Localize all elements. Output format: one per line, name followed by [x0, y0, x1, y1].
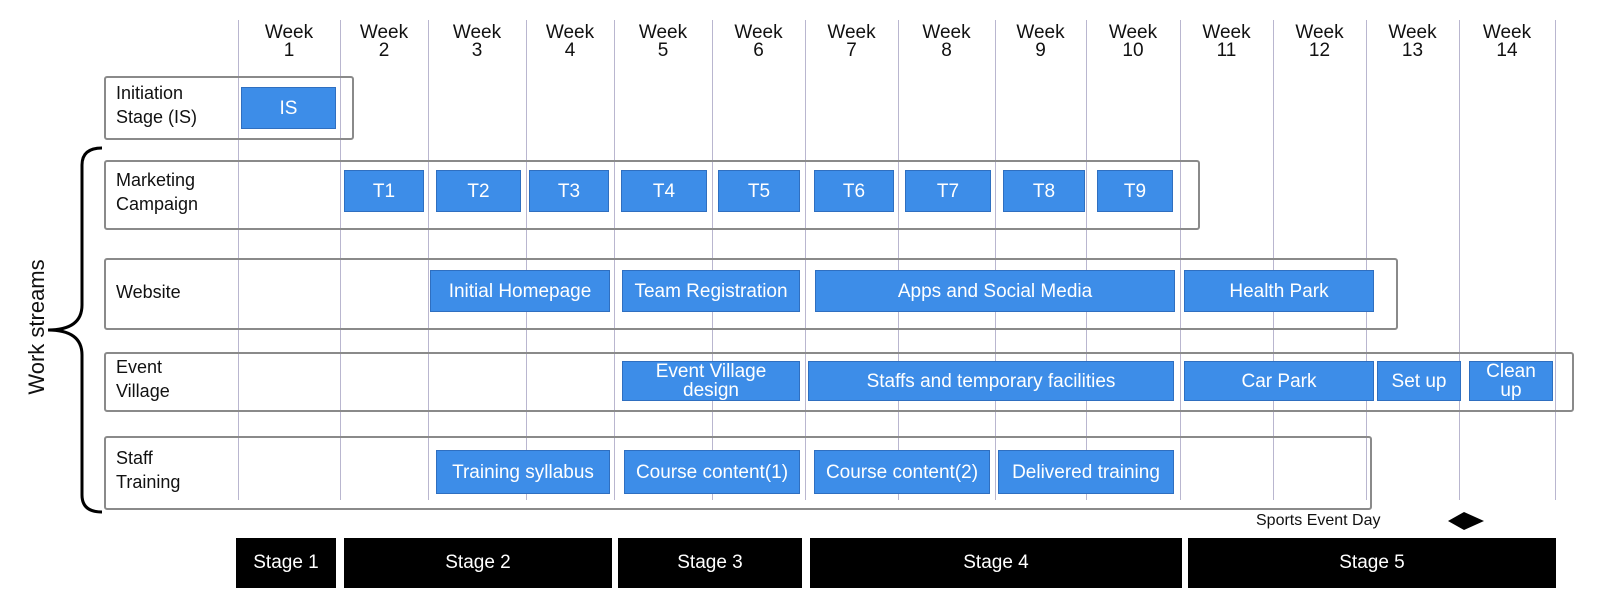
- grid-line: [1555, 20, 1556, 500]
- grid-line: [614, 20, 615, 500]
- row-staff-training: [104, 436, 1372, 510]
- work-streams-label: Work streams: [24, 259, 49, 395]
- row-label-website: Website: [116, 282, 181, 302]
- task-course-content-1[interactable]: Course content(1): [624, 450, 800, 494]
- task-t6[interactable]: T6: [814, 170, 894, 212]
- row-label-initiation: Initiation Stage (IS): [116, 83, 198, 127]
- week-header: Week 6: [734, 22, 783, 61]
- stage-1: Stage 1: [236, 538, 336, 588]
- task-t4[interactable]: T4: [621, 170, 707, 212]
- task-t3[interactable]: T3: [529, 170, 609, 212]
- task-t5[interactable]: T5: [718, 170, 800, 212]
- grid-line: [428, 20, 429, 500]
- task-clean-up[interactable]: Clean up: [1469, 361, 1553, 401]
- task-event-village-design[interactable]: Event Village design: [622, 361, 800, 401]
- stage-4: Stage 4: [810, 538, 1182, 588]
- week-header: Week 11: [1202, 22, 1251, 61]
- grid-line: [1180, 20, 1181, 500]
- week-header: Week 10: [1108, 22, 1158, 61]
- row-initiation: [104, 76, 354, 140]
- week-header: Week 13: [1388, 22, 1437, 61]
- week-header: Week 14: [1482, 22, 1532, 61]
- grid-line: [1459, 20, 1460, 500]
- week-header: Week 9: [1016, 22, 1065, 61]
- task-health-park[interactable]: Health Park: [1184, 270, 1374, 312]
- task-t8[interactable]: T8: [1003, 170, 1085, 212]
- work-streams-brace: [47, 146, 103, 514]
- task-delivered-training[interactable]: Delivered training: [998, 450, 1174, 494]
- task-t2[interactable]: T2: [436, 170, 521, 212]
- week-header: Week 7: [827, 22, 876, 61]
- week-header: Week 3: [452, 22, 502, 61]
- task-initial-homepage[interactable]: Initial Homepage: [430, 270, 610, 312]
- task-training-syllabus[interactable]: Training syllabus: [436, 450, 610, 494]
- row-event-village: [104, 352, 1574, 412]
- task-apps-social[interactable]: Apps and Social Media: [815, 270, 1175, 312]
- week-header: Week 2: [359, 22, 409, 61]
- grid-line: [1366, 20, 1367, 500]
- row-marketing: [104, 160, 1200, 230]
- sports-event-day-label: Sports Event Day: [1256, 512, 1381, 529]
- task-t9[interactable]: T9: [1097, 170, 1173, 212]
- task-t1[interactable]: T1: [344, 170, 424, 212]
- grid-line: [238, 20, 239, 500]
- row-website: [104, 258, 1398, 330]
- week-header: Week 1: [264, 22, 314, 61]
- task-is[interactable]: IS: [241, 87, 336, 129]
- row-label-staff-training: Staff Training: [116, 448, 181, 492]
- week-header: Week 8: [922, 22, 971, 61]
- event-day-diamond-icon: [1448, 512, 1484, 530]
- row-label-marketing: Marketing Campaign: [116, 170, 199, 214]
- week-header: Week 12: [1295, 22, 1344, 61]
- task-team-registration[interactable]: Team Registration: [622, 270, 800, 312]
- week-header: Week 5: [638, 22, 688, 61]
- grid-line: [805, 20, 806, 500]
- stage-3: Stage 3: [618, 538, 802, 588]
- grid-line: [526, 20, 527, 500]
- grid-line: [995, 20, 996, 500]
- task-staffs-facilities[interactable]: Staffs and temporary facilities: [808, 361, 1174, 401]
- stage-2: Stage 2: [344, 538, 612, 588]
- grid-line: [712, 20, 713, 500]
- task-car-park[interactable]: Car Park: [1184, 361, 1374, 401]
- grid-line: [340, 20, 341, 500]
- stage-5: Stage 5: [1188, 538, 1556, 588]
- task-course-content-2[interactable]: Course content(2): [814, 450, 990, 494]
- grid-line: [898, 20, 899, 500]
- grid-line: [1086, 20, 1087, 500]
- grid-line: [1273, 20, 1274, 500]
- row-label-event-village: Event Village: [116, 357, 170, 401]
- week-header: Week 4: [545, 22, 595, 61]
- task-t7[interactable]: T7: [905, 170, 991, 212]
- task-set-up[interactable]: Set up: [1377, 361, 1461, 401]
